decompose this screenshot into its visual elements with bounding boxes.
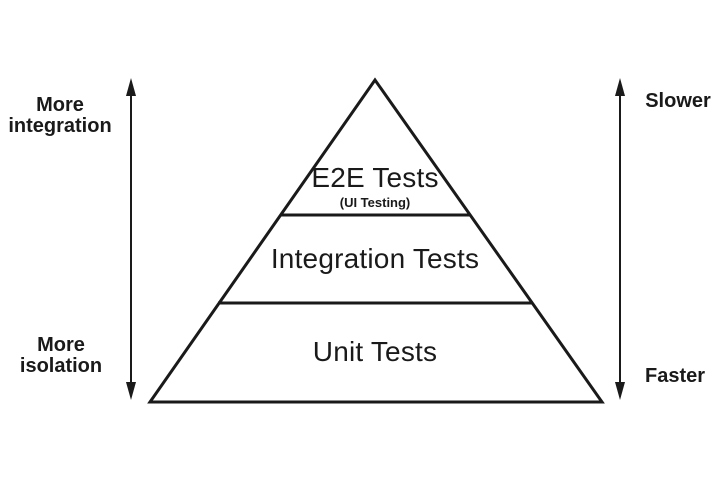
level-label-e2e-tests: E2E Tests (311, 162, 439, 193)
right-axis-bottom-label: Faster (644, 365, 706, 387)
left-axis-bottom-label: More isolation (19, 334, 103, 377)
right-arrow-up-head-icon (615, 78, 625, 96)
level-label-integration-tests: Integration Tests (270, 243, 480, 274)
right-axis-top-label: Slower (645, 90, 711, 112)
right-arrow-down-head-icon (615, 382, 625, 400)
left-axis-top-label: More integration (8, 94, 112, 137)
pyramid-outline (147, 77, 605, 404)
level-label-unit-tests: Unit Tests (312, 336, 438, 367)
left-arrow-down-head-icon (126, 382, 136, 400)
right-double-arrow-icon (615, 78, 625, 400)
left-arrow-up-head-icon (126, 78, 136, 96)
level-sublabel-ui-testing: (UI Testing) (339, 195, 411, 210)
left-double-arrow-icon (126, 78, 136, 400)
